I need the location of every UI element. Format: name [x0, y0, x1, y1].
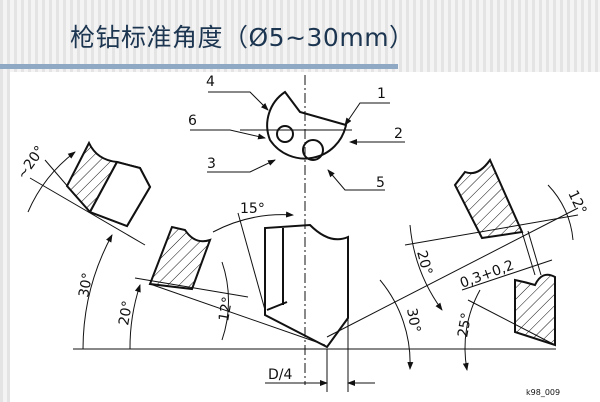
angle-label: 30°	[403, 307, 423, 334]
right-tool-lower	[514, 273, 556, 347]
d4-dimension: D/4	[268, 367, 292, 383]
left-tool-lower	[148, 225, 212, 291]
callout-1: 1	[377, 86, 386, 102]
callout-4: 4	[206, 74, 215, 90]
drill-cross-section	[240, 90, 352, 161]
angle-label: 12°	[216, 295, 236, 322]
slide-title: 枪钻标准角度（Ø5~30mm）	[70, 23, 415, 52]
callout-6: 6	[188, 113, 197, 129]
angle-label: 15°	[240, 201, 265, 217]
angle-label: 20°	[116, 299, 136, 326]
title-underline	[0, 64, 398, 69]
offset-dimension: 0,3+0,2	[458, 257, 516, 291]
angle-label: ~20°	[14, 143, 48, 182]
figure-id: k98_009	[526, 388, 560, 397]
callout-3: 3	[207, 156, 216, 172]
drill-body	[264, 223, 349, 349]
angle-label: 25°	[455, 311, 475, 338]
callout-5: 5	[376, 175, 385, 191]
right-tool-upper	[453, 157, 524, 240]
angle-label: 30°	[76, 271, 96, 298]
angle-label: 20°	[413, 249, 435, 277]
callout-2: 2	[394, 126, 403, 142]
